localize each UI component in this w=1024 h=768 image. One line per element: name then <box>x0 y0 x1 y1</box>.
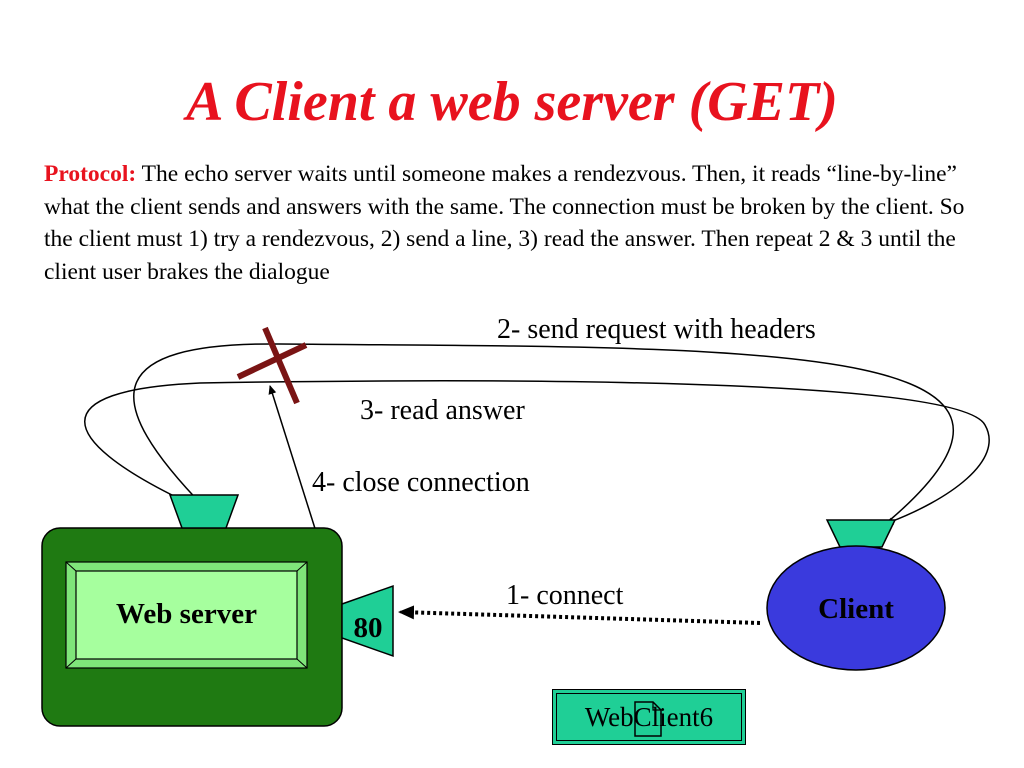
client-label: Client <box>818 593 894 625</box>
web-server-panel <box>65 561 308 669</box>
client-socket <box>825 519 897 548</box>
slide-title: A Client a web server (GET) <box>186 71 838 133</box>
send-request-curve <box>133 343 955 521</box>
port-label: 80 <box>353 612 383 644</box>
protocol-label: Protocol: <box>44 161 137 187</box>
port-socket <box>341 584 394 658</box>
client-node <box>766 545 946 671</box>
step-send-request-label: 2- send request with headers <box>497 314 816 345</box>
broken-connection-cross <box>236 326 308 405</box>
protocol-body: The echo server waits until someone make… <box>44 161 965 285</box>
step-read-answer-label: 3- read answer <box>360 395 525 426</box>
document-icon <box>634 701 662 737</box>
step-close-connection-label: 4- close connection <box>312 467 530 498</box>
server-socket <box>168 494 240 529</box>
read-answer-curve <box>84 380 990 525</box>
webclient6-link-label: WebClient6 <box>584 701 714 732</box>
step-connect-label: 1- connect <box>506 580 624 611</box>
connect-arrow <box>398 605 761 625</box>
web-server-label: Web server <box>116 598 257 630</box>
close-connection-arrow <box>268 385 319 539</box>
protocol-description: Protocol: The echo server waits until so… <box>44 158 974 288</box>
